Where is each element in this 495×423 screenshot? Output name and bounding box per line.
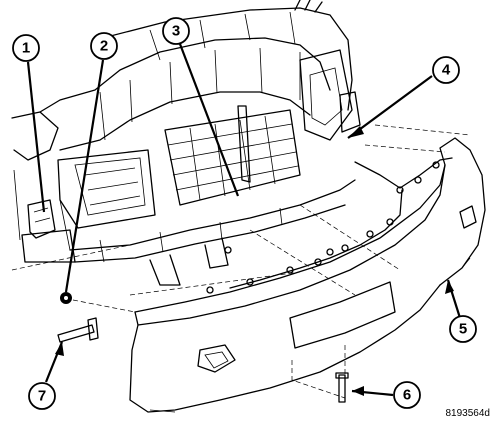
- callout-2-label: 2: [100, 38, 108, 55]
- push-pin-fastener: [57, 317, 99, 343]
- callout-3: 3: [162, 17, 190, 45]
- callout-3-label: 3: [172, 23, 180, 40]
- callout-4: 4: [432, 56, 460, 84]
- callout-2: 2: [90, 32, 118, 60]
- bumper-fascia: [129, 137, 486, 413]
- leader-lines: [26, 43, 462, 397]
- callout-1-label: 1: [22, 40, 30, 57]
- callout-5-label: 5: [459, 321, 467, 338]
- callout-7: 7: [28, 382, 56, 410]
- grille-support-assembly: [11, 0, 361, 286]
- callout-5: 5: [449, 315, 477, 343]
- callout-4-label: 4: [442, 62, 451, 79]
- screw-fastener: [60, 292, 72, 304]
- bolt-fastener: [335, 372, 349, 403]
- callout-7-label: 7: [38, 388, 46, 405]
- callout-6: 6: [393, 381, 421, 409]
- callout-1: 1: [12, 34, 40, 62]
- reference-code: 8193564d: [446, 408, 491, 419]
- callout-6-label: 6: [403, 387, 411, 404]
